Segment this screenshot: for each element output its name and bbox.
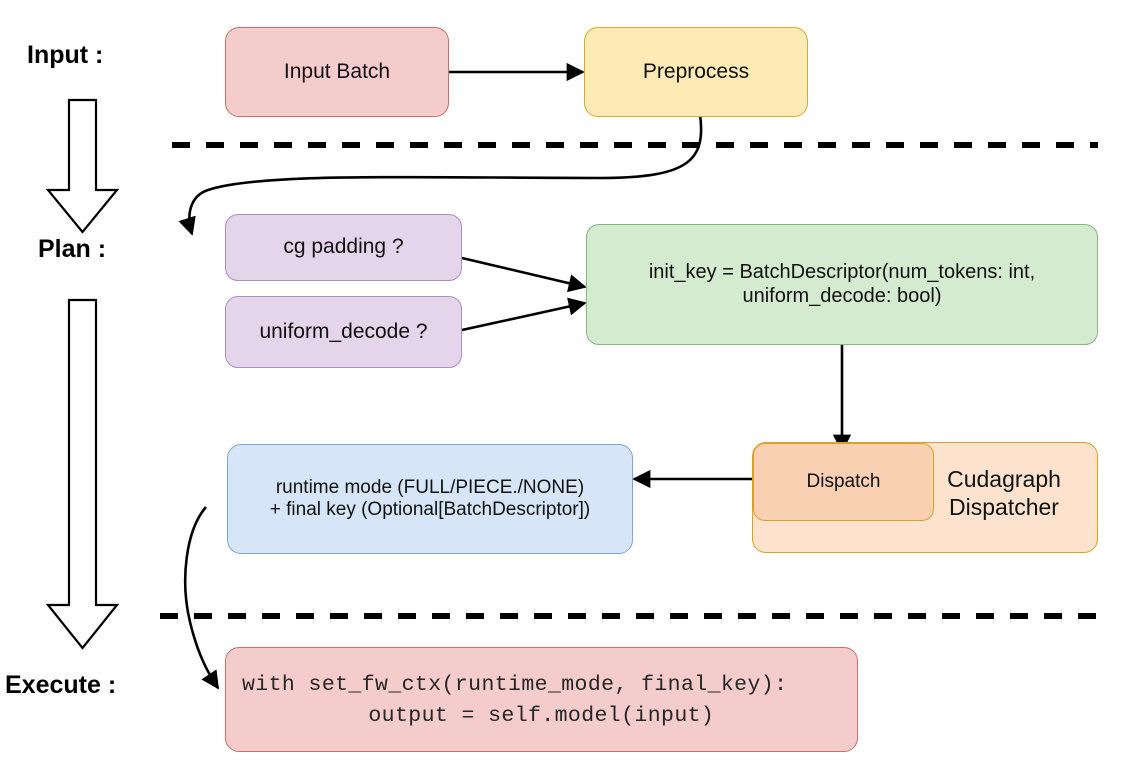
code-block-text: with set_fw_ctx(runtime_mode, final_key)… [242, 673, 788, 729]
node-preprocess[interactable]: Preprocess [584, 27, 808, 117]
node-input-batch[interactable]: Input Batch [225, 27, 449, 117]
init-key-line-2: uniform_decode: bool) [742, 284, 942, 307]
node-init-key[interactable]: init_key = BatchDescriptor(num_tokens: i… [586, 224, 1098, 345]
node-uniform-decode[interactable]: uniform_decode ? [225, 296, 462, 368]
node-cg-padding[interactable]: cg padding ? [225, 214, 462, 281]
edge-uniform-decode-to-init-key [461, 297, 587, 332]
edge-runtime-mode-to-code-block [183, 506, 220, 690]
cudagraph-dispatcher-label: Cudagraph Dispatcher [947, 466, 1061, 521]
runtime-mode-line-2: + final key (Optional[BatchDescriptor]) [269, 499, 591, 520]
init-key-line-1: init_key = BatchDescriptor(num_tokens: i… [648, 260, 1036, 283]
stage-label-input: Input : [27, 41, 104, 69]
edge-cg-padding-to-init-key [461, 256, 587, 293]
plan-to-execute-flow-arrow [45, 298, 120, 650]
node-dispatch[interactable]: Dispatch [753, 443, 934, 521]
stage-label-execute: Execute : [5, 671, 117, 699]
node-code-block[interactable]: with set_fw_ctx(runtime_mode, final_key)… [225, 647, 858, 752]
runtime-mode-line-1: runtime mode (FULL/PIECE./NONE) [275, 476, 585, 498]
input-to-plan-flow-arrow [45, 98, 120, 234]
stage-label-plan: Plan : [38, 235, 107, 263]
node-runtime-mode[interactable]: runtime mode (FULL/PIECE./NONE) + final … [227, 444, 633, 554]
